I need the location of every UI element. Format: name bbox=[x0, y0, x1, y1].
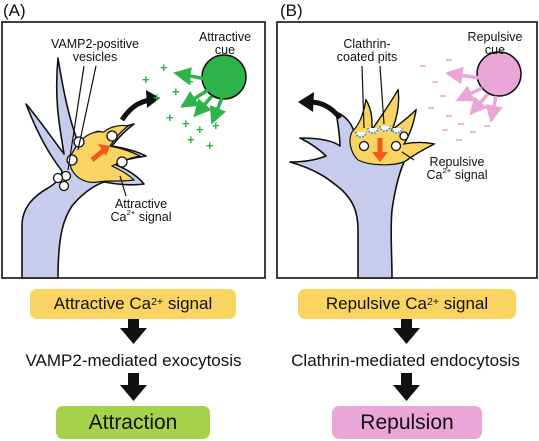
exocytosis-step: VAMP2-mediated exocytosis bbox=[25, 351, 242, 370]
growth-cone-signal-b bbox=[349, 88, 436, 166]
svg-text:+: + bbox=[206, 138, 214, 153]
attraction-box: Attraction bbox=[56, 406, 210, 439]
attractive-signal-label-line-2: Ca2+ signal bbox=[96, 207, 186, 224]
repulsive-signal-box-prefix: Repulsive Ca bbox=[325, 294, 427, 313]
svg-text:+: + bbox=[187, 132, 195, 147]
panel-b-letter: (B) bbox=[280, 1, 303, 20]
svg-text:+: + bbox=[153, 90, 161, 105]
ca-text: Ca bbox=[426, 168, 443, 182]
vesicle-label-line-1: VAMP2-positive bbox=[51, 37, 139, 51]
attractive-cue-label-line-2: cue bbox=[214, 43, 236, 57]
attractive-cue-label: Attractive cue bbox=[190, 31, 260, 57]
flow-arrows bbox=[120, 316, 420, 401]
signal-suffix: signal bbox=[451, 168, 488, 182]
attractive-signal-label: Attractive Ca2+ signal bbox=[96, 198, 186, 224]
clathrin-coated-pits bbox=[355, 125, 403, 138]
svg-text:+: + bbox=[172, 84, 180, 99]
attractive-signal-box-prefix: Attractive Ca bbox=[53, 294, 152, 313]
repulsive-cue bbox=[445, 51, 522, 123]
attractive-cue-particles: + + + + + + + + + + + bbox=[142, 60, 220, 153]
pit-pointer-2 bbox=[379, 65, 385, 125]
svg-text:+: + bbox=[196, 122, 204, 137]
clathrin-pit-label: Clathrin- coated pits bbox=[322, 38, 412, 64]
svg-text:+: + bbox=[212, 118, 220, 133]
endocytosis-step: Clathrin-mediated endocytosis bbox=[291, 351, 520, 370]
clathrin-pit-label-line-2: coated pits bbox=[336, 50, 398, 64]
repulsive-signal-box-suffix: signal bbox=[438, 294, 489, 313]
svg-text:+: + bbox=[166, 110, 174, 125]
attractive-cue bbox=[173, 54, 247, 125]
vesicle-pointer-lines bbox=[67, 65, 97, 171]
repulsive-cue-particles bbox=[420, 59, 490, 141]
repulsive-cue-label: Repulsive cue bbox=[460, 31, 530, 57]
attractive-signal-box-suffix: signal bbox=[163, 294, 213, 313]
vesicle-label-line-2: vesicles bbox=[72, 50, 118, 64]
attractive-signal-label-line-1: Attractive bbox=[114, 197, 168, 211]
signal-suffix: signal bbox=[135, 210, 172, 224]
svg-text:+: + bbox=[142, 72, 150, 87]
calcium-arrow-a bbox=[90, 148, 106, 162]
repulsive-signal-label: Repulsive Ca2+ signal bbox=[412, 156, 502, 182]
svg-text:+: + bbox=[186, 74, 194, 89]
ca-charge: 2+ bbox=[126, 207, 136, 217]
signal-pointer-b bbox=[401, 151, 415, 161]
pit-pointer-1 bbox=[361, 65, 365, 129]
svg-text:+: + bbox=[160, 60, 168, 75]
panel-a-letter: (A) bbox=[3, 1, 26, 20]
repulsion-box: Repulsion bbox=[332, 406, 482, 439]
signal-pointer-a bbox=[119, 175, 127, 197]
endocytic-vesicles bbox=[358, 131, 409, 152]
ca-charge: 2+ bbox=[442, 165, 452, 175]
svg-text:+: + bbox=[182, 116, 190, 131]
repulsive-signal-label-line-2: Ca2+ signal bbox=[412, 165, 502, 182]
repulsive-cue-label-line-1: Repulsive bbox=[467, 30, 523, 44]
clathrin-pit-label-line-1: Clathrin- bbox=[343, 37, 391, 51]
attractive-cue-label-line-1: Attractive bbox=[198, 30, 252, 44]
repulsive-cue-label-line-2: cue bbox=[484, 43, 506, 57]
repulsive-signal-label-line-1: Repulsive bbox=[429, 155, 485, 169]
vesicle-label: VAMP2-positive vesicles bbox=[30, 38, 160, 64]
ca-text: Ca bbox=[110, 210, 127, 224]
